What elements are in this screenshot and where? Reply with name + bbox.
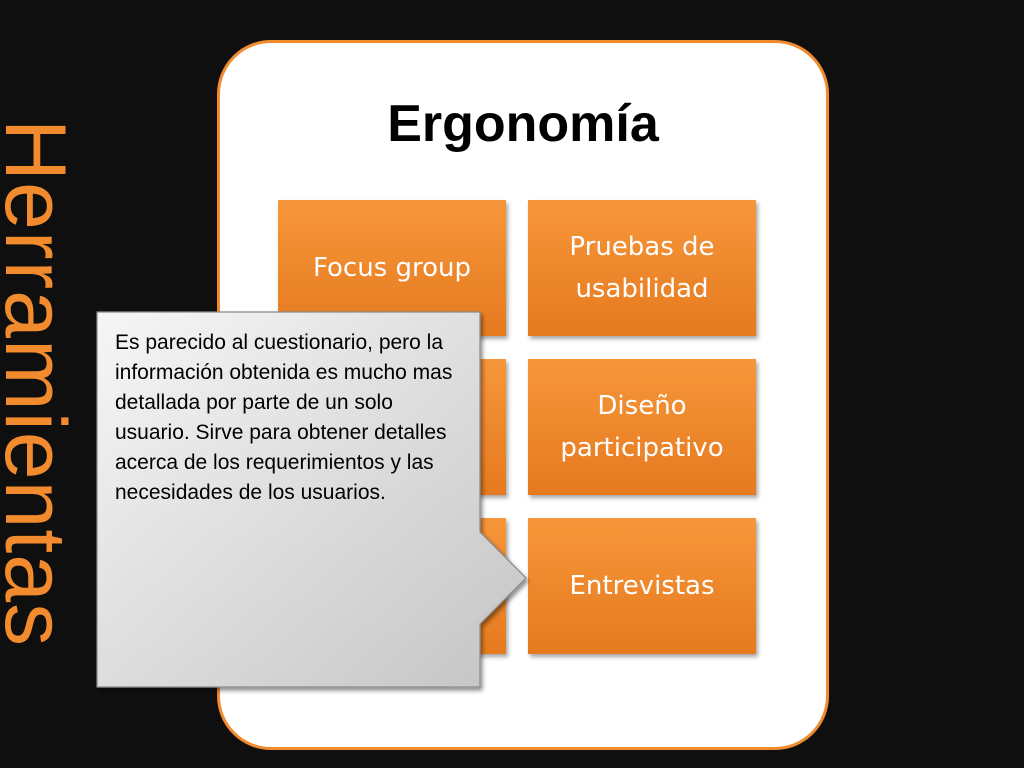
tile-entrevistas[interactable]: Entrevistas xyxy=(528,518,756,654)
tile-label: Entrevistas xyxy=(569,571,715,601)
tile-label: Pruebas de usabilidad xyxy=(569,232,715,304)
callout-text: Es parecido al cuestionario, pero la inf… xyxy=(115,331,453,504)
tile-label: Focus group xyxy=(312,253,472,283)
card-title: Ergonomía xyxy=(387,95,659,153)
tile-label: Diseño participativo xyxy=(560,391,724,463)
tile-pruebas-usabilidad[interactable]: Pruebas de usabilidad xyxy=(528,200,756,336)
tile-diseno-participativo[interactable]: Diseño participativo xyxy=(528,359,756,495)
